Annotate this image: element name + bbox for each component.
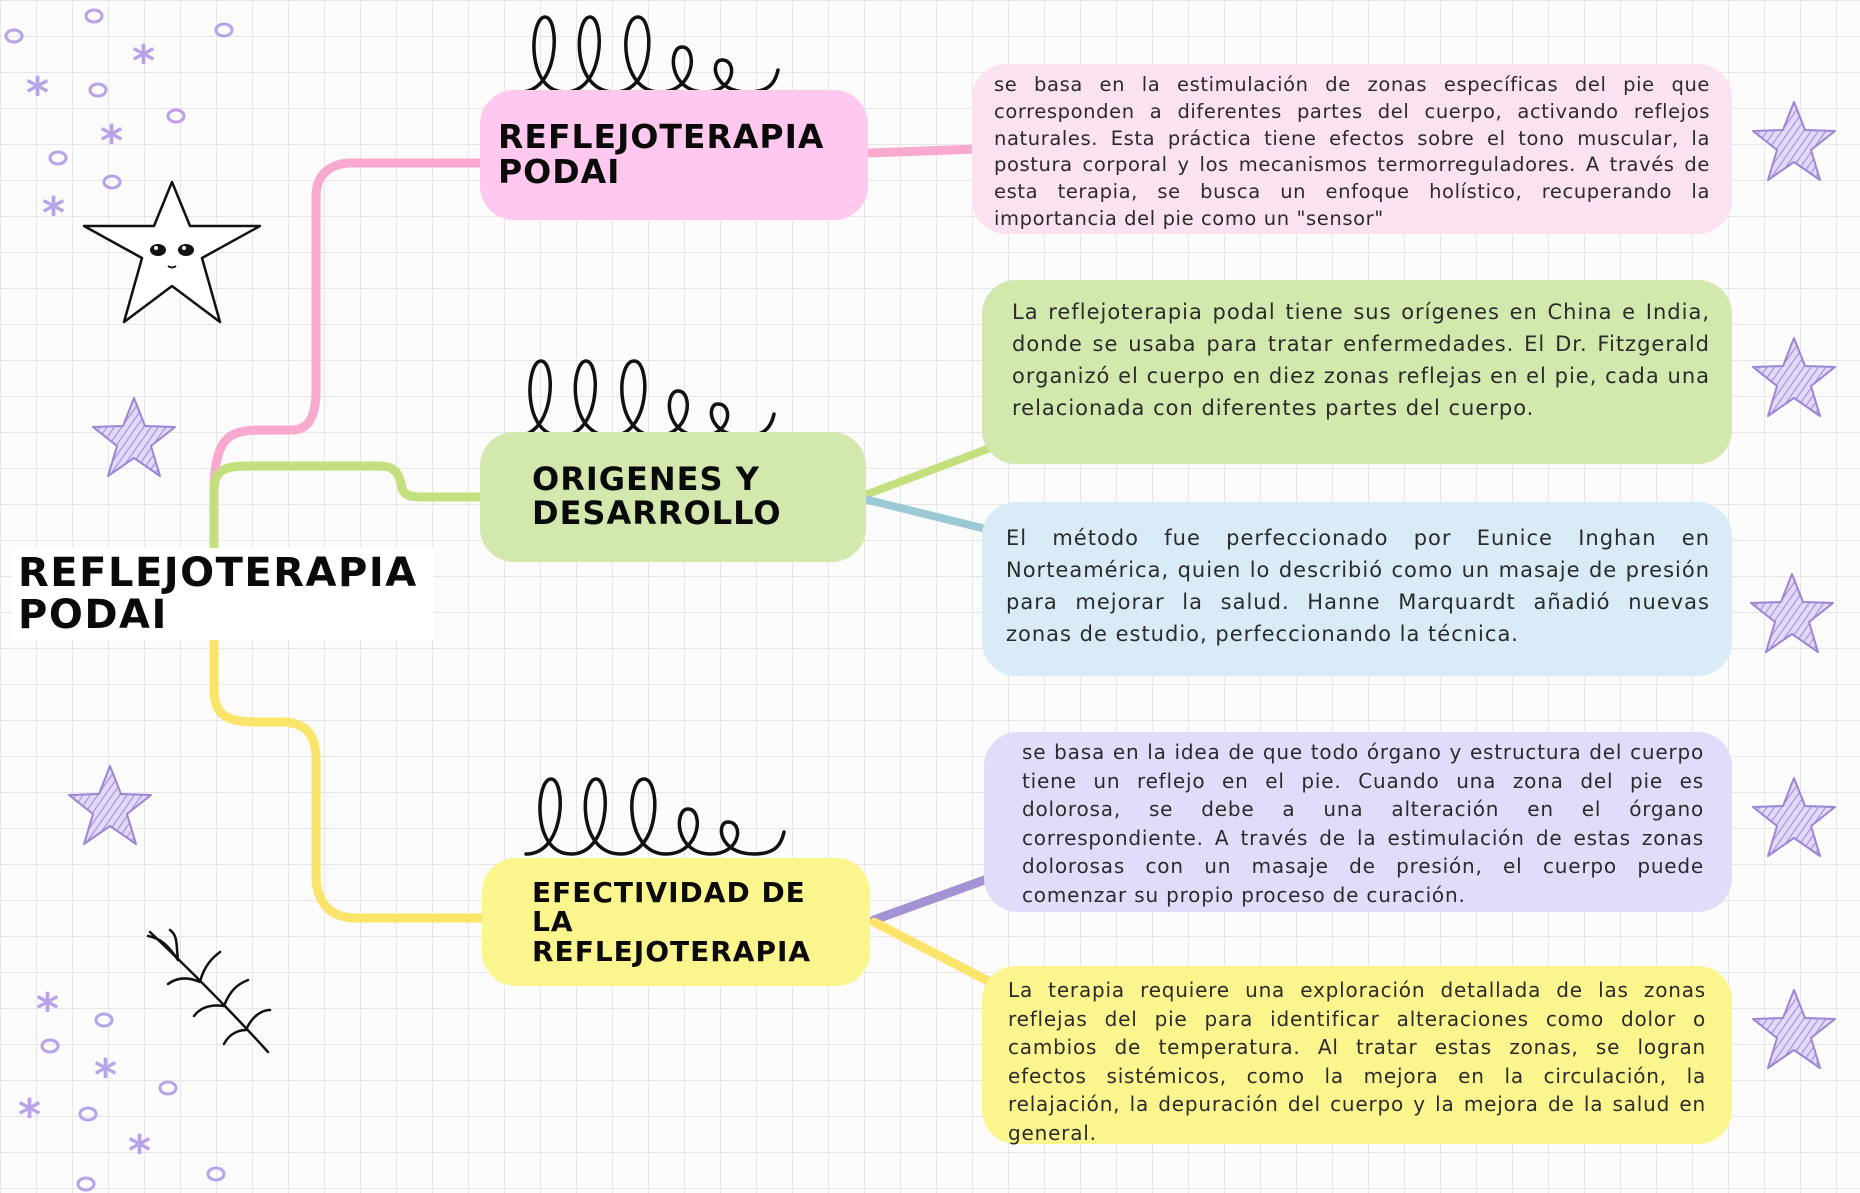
hatched-star-icon [1752, 337, 1836, 417]
branch-title: EFECTIVIDAD DE LA REFLEJOTERAPIA [532, 875, 812, 968]
svg-text:*: * [132, 36, 155, 87]
connector-branch-1-desc-1 [863, 144, 983, 158]
smiling-star-icon [82, 180, 262, 324]
svg-text:*: * [42, 188, 65, 239]
circle-sparkles [4, 8, 234, 1192]
branch-node-reflejoterapia-podai: REFLEJOTERAPIA PODAI [480, 90, 868, 220]
branch-title: ORIGENES Y DESARROLLO [532, 460, 782, 532]
hatched-star-icon [68, 765, 152, 845]
description-box-perfection: El método fue perfeccionado por Eunice I… [982, 502, 1732, 676]
hatched-star-icon [1752, 989, 1836, 1069]
hatched-star-icon [1750, 573, 1834, 653]
swirl-decoration-1 [518, 15, 780, 94]
description-box-reflex-principle: se basa en la idea de que todo órgano y … [984, 732, 1732, 912]
hatched-star-icon [92, 397, 176, 477]
svg-text:*: * [128, 1126, 151, 1177]
description-box-origins: La reflejoterapia podal tiene sus orígen… [982, 280, 1732, 464]
central-topic-title: REFLEJOTERAPIA PODAI [12, 548, 434, 640]
description-box-definition: se basa en la estimulación de zonas espe… [972, 64, 1732, 234]
connector-branch-2-desc-3 [864, 496, 994, 534]
branch-node-efectividad: EFECTIVIDAD DE LA REFLEJOTERAPIA [482, 858, 870, 986]
swirl-decoration-2 [514, 359, 776, 438]
asterisk-sparkles: * * * * * * * * [18, 36, 155, 1177]
connector-central-to-branch-3 [209, 637, 489, 923]
hatched-star-icon [1752, 101, 1836, 181]
description-box-therapy-effects: La terapia requiere una exploración deta… [982, 966, 1732, 1145]
connector-central-to-branch-2 [209, 461, 489, 565]
branch-node-origenes-y-desarrollo: ORIGENES Y DESARROLLO [480, 432, 866, 562]
svg-text:*: * [36, 984, 59, 1035]
connector-branch-3-desc-5 [869, 917, 995, 987]
svg-text:*: * [26, 68, 49, 119]
branch-title: REFLEJOTERAPIA PODAI [498, 117, 825, 191]
svg-text:*: * [18, 1090, 41, 1141]
description-text: La terapia requiere una exploración deta… [1008, 978, 1706, 1145]
description-text: La reflejoterapia podal tiene sus orígen… [1012, 300, 1710, 420]
description-text: se basa en la idea de que todo órgano y … [1022, 740, 1704, 907]
connector-central-to-branch-1 [209, 158, 489, 501]
description-text: se basa en la estimulación de zonas espe… [994, 73, 1710, 230]
swirl-decoration-3 [524, 777, 786, 856]
hatched-star-icon [1752, 777, 1836, 857]
leaf-sprig-icon [146, 928, 272, 1054]
connector-branch-3-desc-4 [869, 873, 995, 925]
description-text: El método fue perfeccionado por Eunice I… [1006, 526, 1710, 646]
connector-branch-2-desc-2 [864, 444, 994, 498]
svg-text:*: * [94, 1050, 117, 1101]
svg-text:*: * [100, 116, 123, 167]
